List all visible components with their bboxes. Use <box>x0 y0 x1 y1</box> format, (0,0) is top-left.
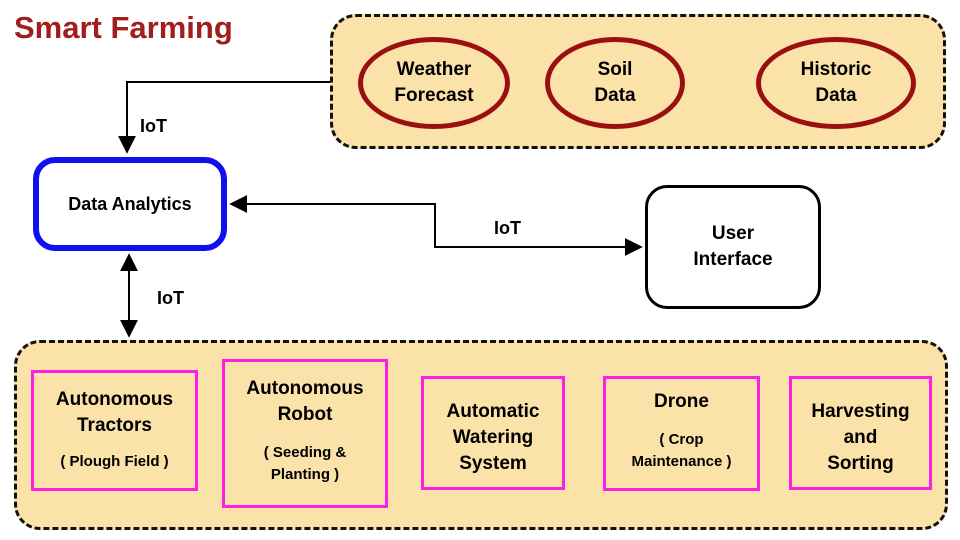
sources-to-analytics-connector <box>118 81 330 154</box>
weather-line2: Forecast <box>394 85 474 106</box>
watering-title2: Watering <box>452 427 534 448</box>
harvesting-title2: and <box>843 427 878 448</box>
device-drone[interactable]: Drone ( Crop Maintenance ) <box>603 376 760 491</box>
tractors-sub1: ( Plough Field ) <box>60 453 169 470</box>
user-interface-node[interactable]: User Interface <box>645 185 821 309</box>
device-autonomous-robot[interactable]: Autonomous Robot ( Seeding & Planting ) <box>222 359 388 508</box>
robot-sub2: Planting ) <box>270 466 340 483</box>
drone-sub1: ( Crop <box>659 431 704 448</box>
analytics-ui-connector <box>229 195 643 256</box>
harvesting-title1: Harvesting <box>811 401 910 422</box>
robot-title2: Robot <box>277 404 333 425</box>
iot-label-bottom: IoT <box>157 288 184 308</box>
user-interface-line2: Interface <box>693 249 773 270</box>
iot-label-right: IoT <box>494 218 521 238</box>
tractors-title2: Tractors <box>77 415 152 436</box>
soil-line1: Soil <box>597 59 633 80</box>
device-autonomous-tractors[interactable]: Autonomous Tractors ( Plough Field ) <box>31 370 198 491</box>
user-interface-line1: User <box>711 223 755 244</box>
device-harvesting-sorting[interactable]: Harvesting and Sorting <box>789 376 932 490</box>
diagram-title: Smart Farming <box>14 10 233 45</box>
robot-title1: Autonomous <box>246 378 364 399</box>
historic-line1: Historic <box>800 59 872 80</box>
watering-title3: System <box>459 453 527 474</box>
weather-line1: Weather <box>396 59 472 80</box>
watering-title1: Automatic <box>446 401 540 422</box>
tractors-title1: Autonomous <box>55 389 174 410</box>
robot-sub1: ( Seeding & <box>263 444 347 461</box>
data-analytics-label: Data Analytics <box>68 194 192 214</box>
drone-sub2: Maintenance ) <box>631 453 732 470</box>
device-automatic-watering[interactable]: Automatic Watering System <box>421 376 565 490</box>
data-analytics-node[interactable]: Data Analytics <box>33 157 227 251</box>
historic-line2: Data <box>815 85 857 106</box>
iot-label-top: IoT <box>140 116 167 136</box>
harvesting-title3: Sorting <box>827 453 894 474</box>
drone-title1: Drone <box>654 391 709 412</box>
soil-line2: Data <box>594 85 636 106</box>
